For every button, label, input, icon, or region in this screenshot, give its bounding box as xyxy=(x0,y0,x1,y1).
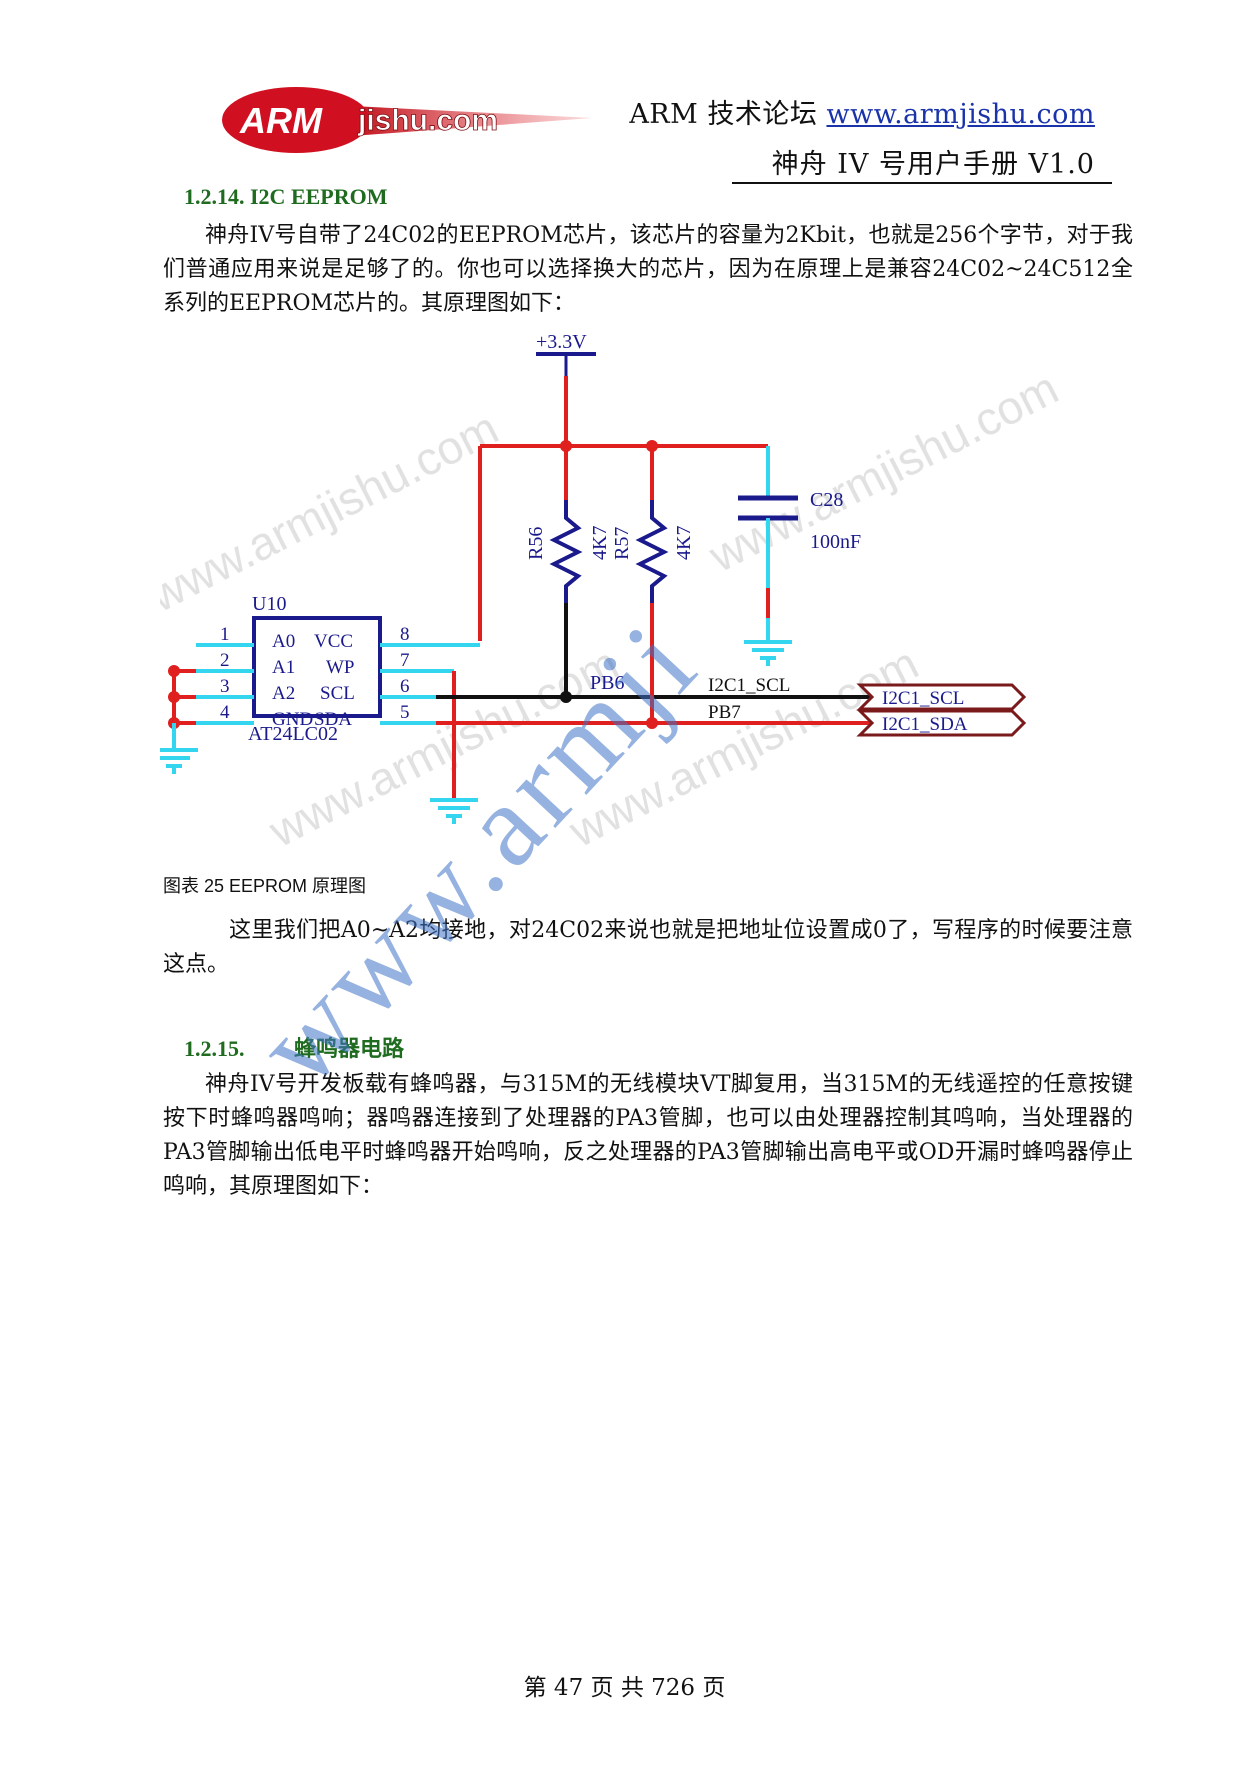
section-number: 1.2.15. xyxy=(184,1036,245,1061)
pin-num-5: 5 xyxy=(400,702,410,723)
power-label: +3.3V xyxy=(536,331,587,353)
pin-name-scl: SCL xyxy=(320,683,355,704)
schematic-watermark: www.armjishu.com xyxy=(700,362,1066,583)
port-i2c1-scl xyxy=(856,683,1027,711)
schematic-watermark: www.armjishu.com xyxy=(160,402,506,623)
logo-arm-text: ARM xyxy=(239,100,323,141)
junction-dot xyxy=(168,691,180,703)
chip-part: AT24LC02 xyxy=(248,723,338,745)
junction-dot xyxy=(560,691,572,703)
header-forum: ARM 技术论坛 www.armjishu.com xyxy=(629,92,1095,131)
pin-name-wp: WP xyxy=(326,657,355,678)
pin-name-a0: A0 xyxy=(272,631,295,652)
net-label-pb7: PB7 xyxy=(708,702,741,723)
page-footer: 第 47 页 共 726 页 xyxy=(523,1675,726,1701)
cap-value: 100nF xyxy=(810,531,861,553)
junction-dot xyxy=(168,665,180,677)
r56-ref: R56 xyxy=(525,527,547,560)
r57-ref: R57 xyxy=(611,527,633,560)
vcc-rail xyxy=(478,376,768,641)
junction-dot xyxy=(560,440,572,452)
left-pin-leads xyxy=(196,643,254,725)
ground-symbol-cap xyxy=(744,640,792,666)
section-title: 蜂鸣器电路 xyxy=(294,1036,405,1061)
armjishu-logo: ARM jishu.com xyxy=(222,87,592,153)
port-i2c1-sda xyxy=(856,709,1027,737)
pin-name-sda: SDA xyxy=(314,709,352,730)
pin-num-6: 6 xyxy=(400,676,410,697)
r56-resistor xyxy=(549,500,583,603)
cap-ref: C28 xyxy=(810,489,843,511)
address-note-paragraph: 这里我们把A0~A2均接地，对24C02来说也就是把地址位设置成0了，写程序的时… xyxy=(163,918,1133,977)
ground-symbol-wp xyxy=(430,798,478,824)
pin-num-1: 1 xyxy=(220,624,230,645)
forum-url-link[interactable]: www.armjishu.com xyxy=(826,99,1095,130)
section-heading-i2c-eeprom: 1.2.14. I2C EEPROM xyxy=(184,184,388,209)
figure-caption: 图表 25 EEPROM 原理图 xyxy=(163,876,367,896)
port-label-sda: I2C1_SDA xyxy=(882,714,968,735)
junction-dot xyxy=(646,717,658,729)
junction-dot xyxy=(646,440,658,452)
r57-value: 4K7 xyxy=(673,526,695,560)
pin-num-2: 2 xyxy=(220,650,230,671)
section-i2c-paragraph: 神舟IV号自带了24C02的EEPROM芯片，该芯片的容量为2Kbit，也就是2… xyxy=(163,223,1133,316)
section-heading-buzzer: 1.2.15. 蜂鸣器电路 xyxy=(184,1031,404,1063)
net-label-i2c1-scl: I2C1_SCL xyxy=(708,675,790,696)
manual-title: 神舟 IV 号用户手册 V1.0 xyxy=(771,149,1095,180)
eeprom-schematic: www.armjishu.com www.armjishu.com www.ar… xyxy=(160,331,1066,857)
r57-resistor xyxy=(635,500,669,603)
port-label-scl: I2C1_SCL xyxy=(882,688,964,709)
r56-value: 4K7 xyxy=(589,526,611,560)
pin-name-vcc: VCC xyxy=(314,631,353,652)
pin-num-8: 8 xyxy=(400,624,410,645)
logo-jishu-text: jishu.com xyxy=(357,104,498,137)
pin-num-4: 4 xyxy=(220,702,230,723)
pin-name-gnd: GND xyxy=(272,709,313,730)
pin-num-3: 3 xyxy=(220,676,230,697)
header-rule xyxy=(732,182,1112,184)
forum-label: ARM 技术论坛 xyxy=(629,99,818,130)
section-buzzer-paragraph: 神舟IV号开发板载有蜂鸣器，与315M的无线模块VT脚复用，当315M的无线遥控… xyxy=(163,1072,1133,1199)
chip-ref: U10 xyxy=(252,593,286,615)
chip-body xyxy=(252,616,382,718)
pin-name-a1: A1 xyxy=(272,657,295,678)
ground-symbol-left xyxy=(160,748,198,774)
net-label-pb6: PB6 xyxy=(590,672,624,694)
pin-num-7: 7 xyxy=(400,650,410,671)
pin-name-a2: A2 xyxy=(272,683,295,704)
